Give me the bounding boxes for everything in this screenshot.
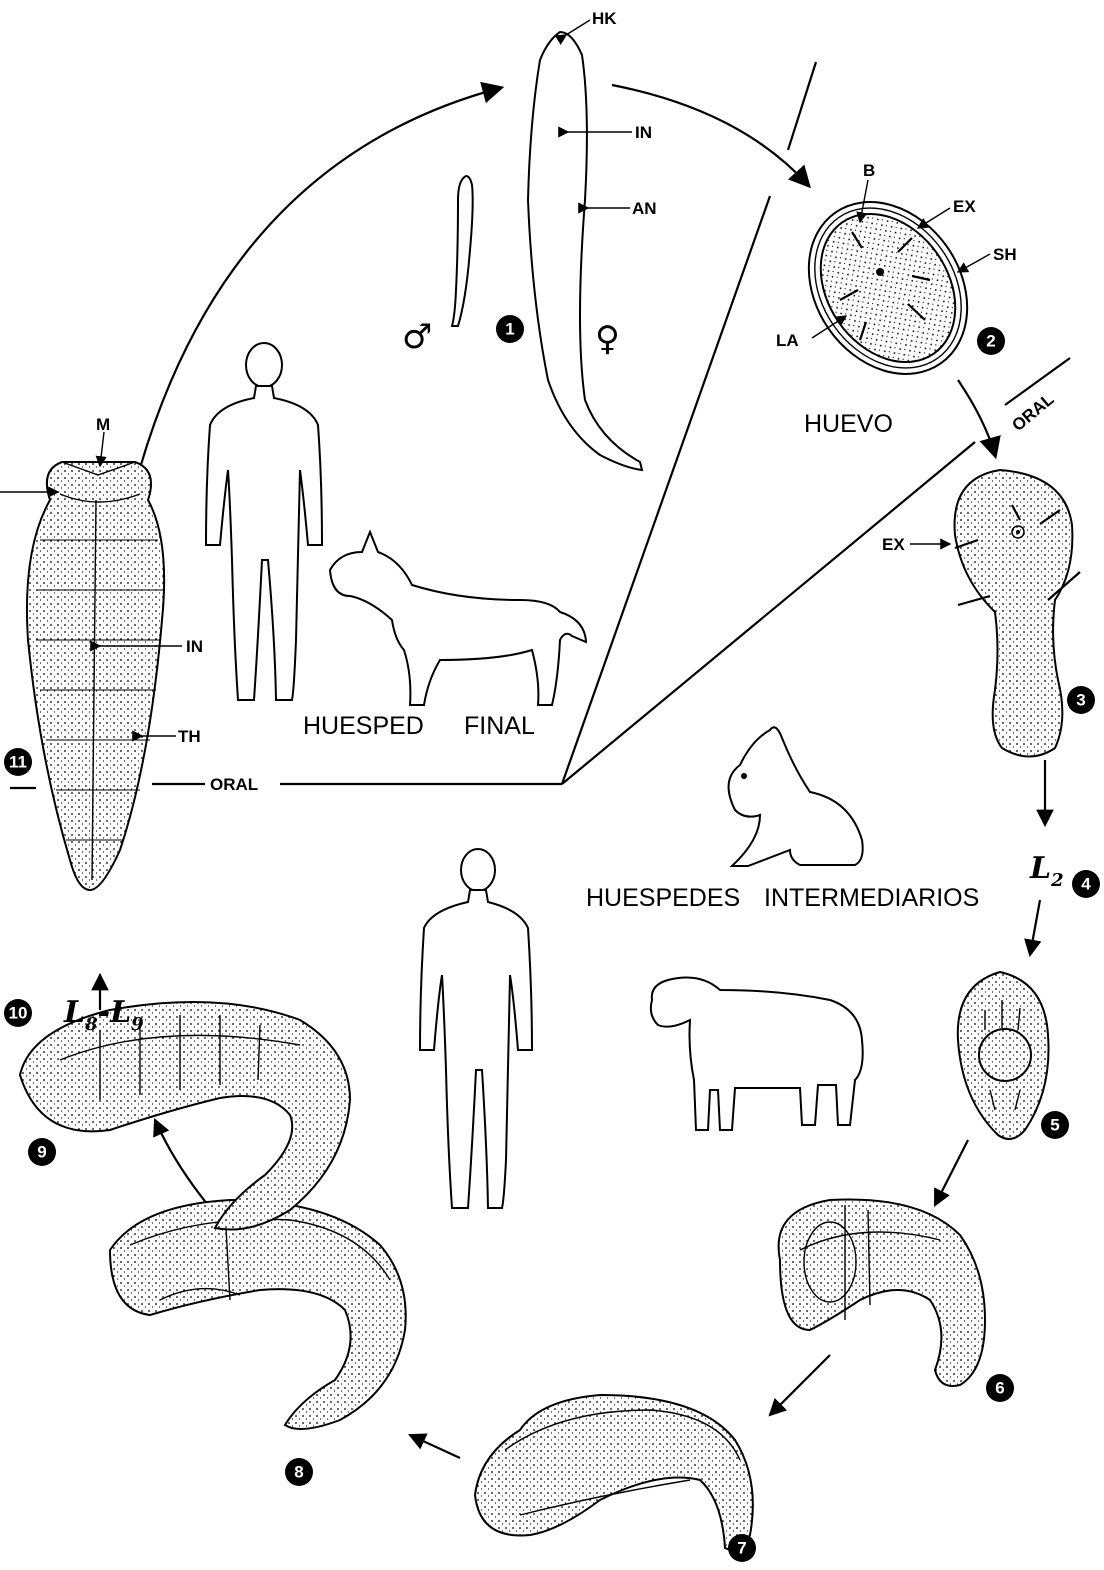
svg-text:2: 2 xyxy=(986,332,995,351)
stage-badge-4: 4 xyxy=(1072,870,1100,898)
sh-pointer xyxy=(958,254,990,272)
stage-badge-2: 2 xyxy=(977,327,1005,355)
stage-badge-8: 8 xyxy=(285,1458,313,1486)
label-hk: HK xyxy=(592,9,617,28)
label-l8-l9: L8-L9 xyxy=(63,995,144,1035)
stage-badge-10: 10 xyxy=(4,999,32,1027)
m-pointer xyxy=(100,432,104,466)
arrow-egg-to-oncosphere xyxy=(958,380,995,455)
label-sh: SH xyxy=(993,245,1017,264)
arrow-cyst-to-stage6 xyxy=(935,1140,968,1205)
male-symbol: ♂ xyxy=(402,317,432,357)
stage-badge-7: 7 xyxy=(728,1534,756,1562)
adult-female-worm xyxy=(528,32,642,470)
arrow-stage7-to-stage8 xyxy=(410,1435,460,1458)
svg-text:3: 3 xyxy=(1076,691,1085,710)
arrow-stage6-to-stage7 xyxy=(770,1355,830,1415)
label-intermediarios: INTERMEDIARIOS xyxy=(764,884,979,912)
svg-text:8: 8 xyxy=(294,1463,303,1482)
svg-text:1: 1 xyxy=(505,320,514,339)
svg-text:7: 7 xyxy=(737,1539,746,1558)
divider-egg xyxy=(562,196,770,784)
stage-badge-9: 9 xyxy=(28,1138,56,1166)
stage-badge-11: 11 xyxy=(4,748,32,776)
svg-text:9: 9 xyxy=(37,1143,46,1162)
label-huevo: HUEVO xyxy=(804,410,893,438)
stage-badge-6: 6 xyxy=(986,1374,1014,1402)
stage-badge-3: 3 xyxy=(1067,686,1095,714)
sheep-icon xyxy=(651,978,863,1130)
larva-stage-9 xyxy=(20,1002,350,1230)
female-symbol: ♀ xyxy=(595,319,620,359)
dog-icon xyxy=(330,532,586,705)
stage-badge-1: 1 xyxy=(496,315,524,343)
label-oral-left: ORAL xyxy=(210,775,258,794)
arrow-stage8-to-stage9 xyxy=(155,1120,212,1210)
label-ex-egg: EX xyxy=(953,197,976,216)
cysticercoid-cyst xyxy=(958,972,1049,1139)
svg-text:4: 4 xyxy=(1081,875,1091,894)
human-intermediate-host xyxy=(420,849,532,1208)
label-m: M xyxy=(96,415,110,434)
human-final-host xyxy=(206,343,322,700)
svg-text:10: 10 xyxy=(9,1004,28,1023)
label-in-top: IN xyxy=(635,123,652,142)
stage-badge-5: 5 xyxy=(1041,1111,1069,1139)
label-final: FINAL xyxy=(464,712,535,740)
label-la: LA xyxy=(776,331,799,350)
scolex-larva xyxy=(27,462,164,890)
svg-text:11: 11 xyxy=(9,753,27,772)
label-th: TH xyxy=(178,727,201,746)
divider-top-right xyxy=(788,62,816,150)
rabbit-icon xyxy=(729,727,863,866)
svg-text:5: 5 xyxy=(1050,1116,1059,1135)
larva-stage-8 xyxy=(110,1200,406,1429)
arrow-scolex-to-adult xyxy=(140,88,500,468)
label-ex-onco: EX xyxy=(882,535,905,554)
arrow-l2-to-cyst xyxy=(1030,900,1040,955)
svg-text:6: 6 xyxy=(995,1379,1004,1398)
hk-pointer xyxy=(566,20,590,35)
ex-egg-pointer xyxy=(918,208,950,228)
label-b: B xyxy=(863,161,875,180)
label-in-left: IN xyxy=(186,637,203,656)
label-l2: L2 xyxy=(1029,851,1064,891)
label-huesped: HUESPED xyxy=(303,712,424,740)
label-huespedes: HUESPEDES xyxy=(586,884,740,912)
larva-stage-7 xyxy=(475,1395,753,1550)
adult-male-worm xyxy=(452,176,473,326)
larva-stage-6 xyxy=(779,1199,985,1386)
label-an: AN xyxy=(632,199,657,218)
oncosphere xyxy=(955,470,1080,757)
